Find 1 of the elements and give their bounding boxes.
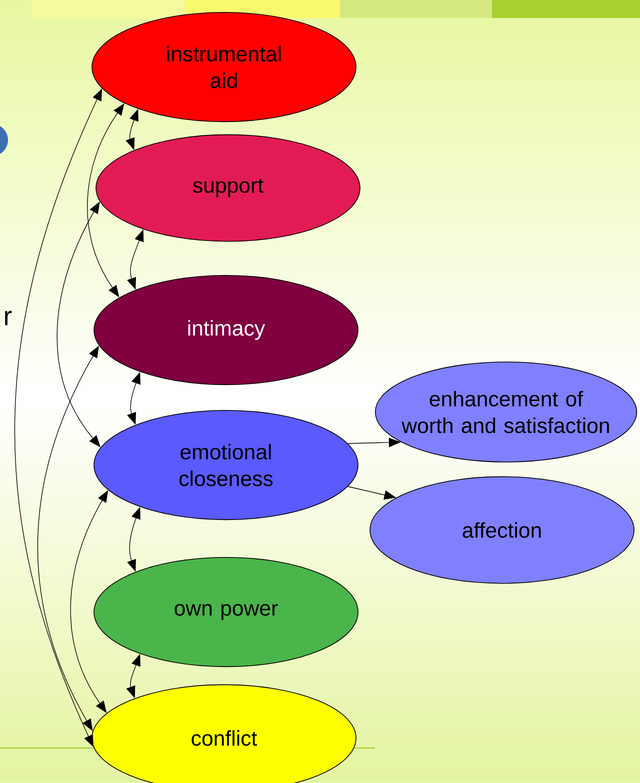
text-fragment: r (5, 310, 12, 326)
